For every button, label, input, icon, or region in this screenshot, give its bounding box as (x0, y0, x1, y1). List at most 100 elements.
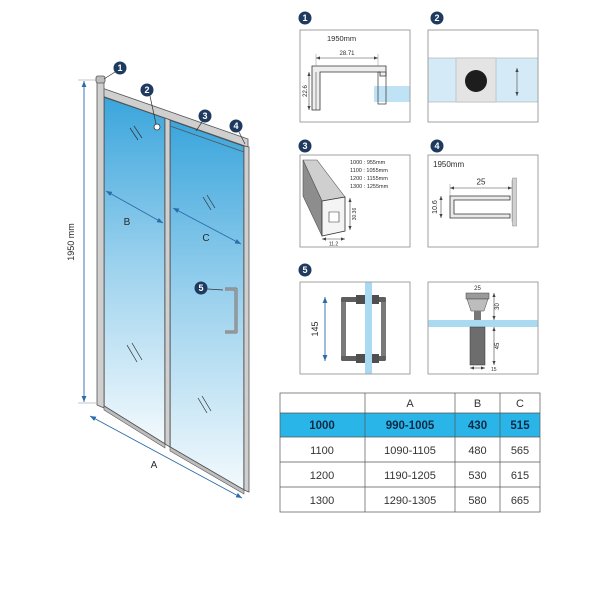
callout-4-badge: 4 (229, 119, 243, 133)
row-b-cell: 580 (468, 495, 486, 507)
detail-3-cut-length-1300: 1300 : 1255mm (350, 184, 389, 190)
detail-5a-outer-grip (341, 300, 346, 358)
dimension-b-line (105, 190, 164, 224)
shower-door-drawing: 1950 mm B C A 1 2 3 4 5 (66, 61, 250, 499)
table-row: 1300 1290-1305 580 665 (310, 495, 529, 507)
detail-1-glass-channel (377, 71, 387, 105)
table-row: 1000 990-1005 430 515 (280, 413, 540, 437)
callout-1-badge: 1 (113, 61, 127, 75)
table-row: 1200 1190-1205 530 615 (310, 470, 529, 482)
table-row-background (280, 413, 540, 437)
fixed-glass-panel (103, 96, 166, 446)
detail-5-handle-side-view: 145 (299, 281, 411, 375)
table-row: 1100 1090-1105 480 565 (310, 445, 529, 457)
detail-1-glass (374, 86, 410, 102)
callout-1-number: 1 (117, 63, 122, 73)
wall-profile-right (243, 145, 250, 493)
callout-1-leader (103, 71, 116, 80)
detail-4-width-label: 25 (477, 178, 486, 187)
row-size-cell: 1000 (309, 420, 335, 432)
callout-2-badge: 2 (140, 83, 154, 97)
dimension-a-line (89, 415, 243, 499)
detail-3-cut-length-1000: 1000 : 955mm (350, 160, 386, 166)
detail-3-cut-length-1100: 1100 : 1055mm (350, 168, 388, 174)
detail-5b-cap-body (466, 298, 489, 312)
table-header: A B C (406, 398, 524, 410)
dimension-c-line (172, 207, 242, 245)
detail-4-bottom-guide: 1950mm 25 10.6 (427, 154, 539, 248)
detail-4-wall (512, 177, 517, 227)
callout-3-badge: 3 (198, 109, 212, 123)
detail-5-number: 5 (302, 265, 307, 275)
detail-4-frame (427, 154, 539, 248)
callout-5-number: 5 (198, 283, 203, 293)
detail-3-top-rail: 1000 : 955mm 1100 : 1055mm 1200 : 1155mm… (299, 154, 411, 248)
detail-4-badge: 4 (430, 139, 444, 153)
detail-5a-length-label: 145 (310, 321, 320, 336)
callout-4-leader (238, 131, 246, 145)
detail-2-roller-wheel (465, 70, 487, 92)
header-a: A (406, 398, 414, 410)
row-b-cell: 530 (468, 470, 486, 482)
callout-2-leader (149, 95, 157, 125)
row-size-cell: 1100 (310, 445, 334, 457)
detail-3-height-label: 30.36 (352, 208, 358, 221)
callout-5-badge: 5 (194, 281, 208, 295)
dimension-c-label: C (202, 233, 209, 244)
detail-5a-outer-top-mount (356, 295, 365, 304)
detail-5a-inner-bottom-mount (372, 354, 379, 363)
sliding-glass-panel (169, 119, 245, 492)
roller-icon (153, 123, 161, 131)
wall-profile-left (96, 81, 105, 409)
height-dimension-label: 1950 mm (66, 223, 76, 261)
detail-1-height-label: 1950mm (327, 34, 356, 43)
sliding-panel-top-frame (169, 125, 245, 153)
dimension-b-label: B (124, 217, 131, 228)
detail-3-rail-groove (328, 211, 340, 223)
detail-5b-cap-width-label: 25 (474, 286, 481, 292)
row-c-cell: 515 (510, 420, 530, 432)
detail-5b-post-height-label: 45 (495, 342, 501, 349)
detail-3-badge: 3 (298, 139, 312, 153)
row-c-cell: 665 (511, 495, 529, 507)
detail-1-number: 1 (302, 13, 307, 23)
row-b-cell: 480 (468, 445, 486, 457)
dimension-a-label: A (151, 460, 158, 471)
table-grid (279, 392, 541, 513)
callout-3-leader (195, 121, 203, 132)
callout-2-number: 2 (144, 85, 149, 95)
detail-1-wall-profile: 1950mm 28.71 22.6 (299, 29, 411, 123)
detail-5a-outer-bottom-mount (356, 354, 365, 363)
detail-1-depth-label: 22.6 (303, 85, 309, 97)
header-b: B (474, 398, 481, 410)
row-a-cell: 1190-1205 (384, 470, 436, 482)
detail-2-number: 2 (434, 13, 439, 23)
row-a-cell: 990-1005 (386, 420, 435, 432)
detail-3-cut-length-1200: 1200 : 1155mm (350, 176, 388, 182)
detail-5a-inner-grip (381, 300, 386, 358)
wall-profile-cap (95, 75, 106, 84)
detail-4-depth-label: 10.6 (432, 200, 439, 214)
detail-3-width-label: 11.2 (329, 242, 339, 248)
callout-4-number: 4 (233, 121, 238, 131)
door-handle-highlight (225, 288, 237, 333)
glass-reflections (126, 125, 216, 414)
row-c-cell: 615 (511, 470, 529, 482)
detail-4-height-label: 1950mm (433, 160, 464, 169)
detail-5b-post-width-label: 15 (491, 367, 497, 373)
row-size-cell: 1200 (310, 470, 334, 482)
detail-5b-neck (474, 311, 481, 320)
detail-4-number: 4 (434, 141, 439, 151)
row-a-cell: 1290-1305 (384, 495, 437, 507)
size-table: A B C 1000 990-1005 430 515 1100 1090-11… (279, 392, 541, 513)
callout-3-number: 3 (202, 111, 207, 121)
detail-1-width-label: 28.71 (339, 51, 355, 57)
row-c-cell: 565 (511, 445, 529, 457)
detail-5a-inner-top-mount (372, 295, 379, 304)
detail-5a-glass (365, 282, 372, 374)
detail-5-handle-section: 25 30 45 15 (427, 281, 539, 375)
header-c: C (516, 398, 524, 410)
detail-4-profile (449, 195, 511, 219)
detail-5b-cap (465, 292, 490, 300)
